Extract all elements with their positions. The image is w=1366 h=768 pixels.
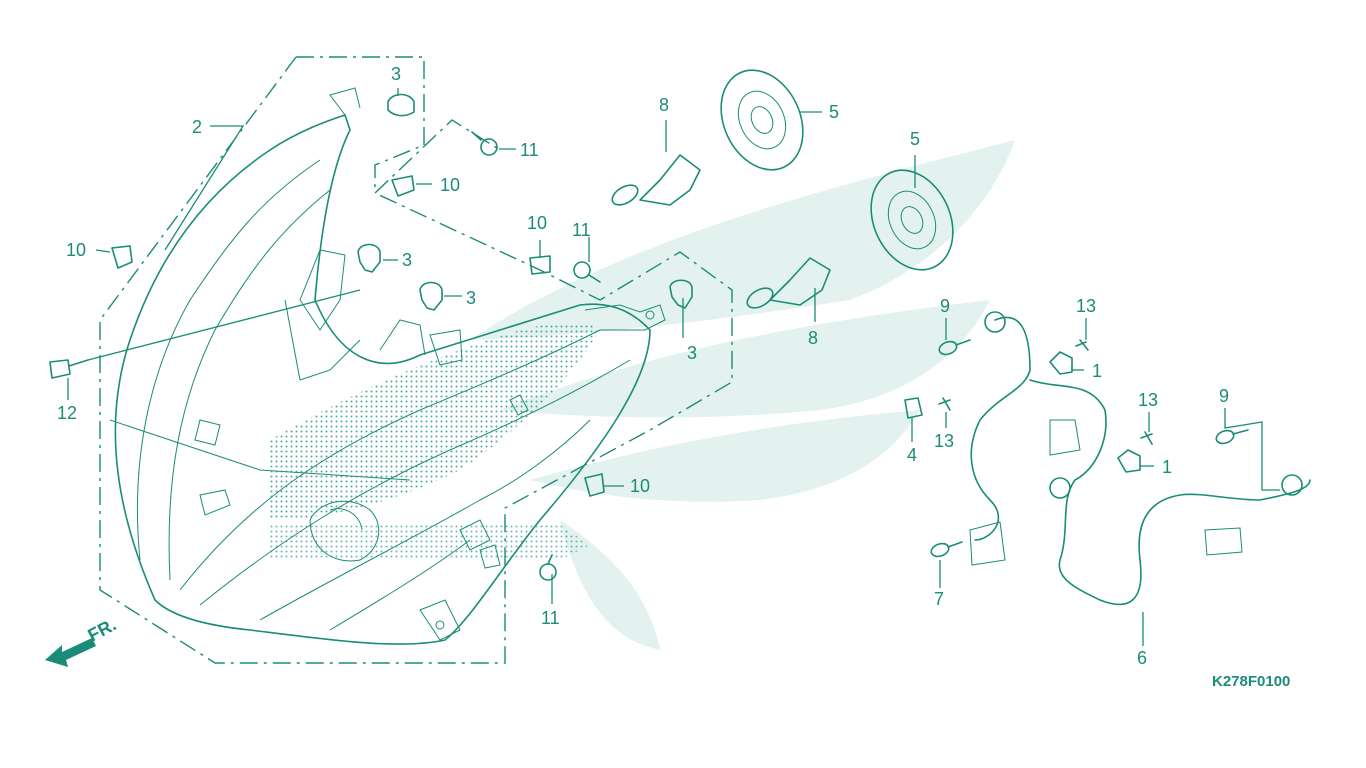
callout-9-right: 9 — [1219, 386, 1229, 406]
nut-10-b — [111, 245, 133, 269]
bolt-12 — [49, 359, 89, 379]
band-1-bottom — [1117, 449, 1141, 473]
nut-10-a — [391, 175, 415, 197]
callout-numbers: 2 3 3 3 3 11 11 11 10 10 10 10 12 8 8 5 … — [57, 64, 1229, 668]
nut-10-d — [584, 473, 605, 497]
clip-3-top — [387, 93, 415, 117]
leader-lines — [67, 88, 1280, 646]
callout-11-mid: 11 — [572, 220, 591, 240]
callout-13-a: 13 — [1076, 296, 1096, 316]
screw-11-top — [471, 131, 498, 156]
callout-8-bottom: 8 — [808, 328, 818, 348]
callout-2: 2 — [192, 117, 202, 137]
bulb-7 — [930, 541, 963, 558]
bulb-8-top — [611, 154, 701, 206]
headlight-housing — [109, 87, 666, 645]
callout-9-left: 9 — [940, 296, 950, 316]
callout-6: 6 — [1137, 648, 1147, 668]
clip-3-mid — [419, 281, 443, 311]
callout-10-c: 10 — [527, 213, 547, 233]
position-bulb-9-left — [938, 339, 971, 356]
callout-7: 7 — [934, 589, 944, 609]
diagram-code: K278F0100 — [1212, 673, 1290, 690]
callout-3-left: 3 — [402, 250, 412, 270]
grommet-4 — [904, 397, 923, 419]
band-1-top — [1049, 351, 1073, 375]
callout-10-d: 10 — [630, 476, 650, 496]
screw-11-bottom — [539, 554, 557, 581]
callout-1-bottom: 1 — [1162, 457, 1172, 477]
screw-11-mid — [573, 261, 601, 283]
callout-13-b: 13 — [934, 431, 954, 451]
nut-10-c — [529, 255, 551, 275]
callout-3-mid: 3 — [466, 288, 476, 308]
callout-10-b: 10 — [66, 240, 86, 260]
position-bulb-9-right — [1215, 429, 1249, 445]
callout-1-top: 1 — [1092, 361, 1102, 381]
dust-cover-5-top — [720, 69, 804, 171]
dust-cover-5-bottom — [870, 169, 954, 271]
screw-13-c — [1140, 431, 1153, 445]
assembly-dash-lines — [99, 56, 733, 664]
callout-5-bottom: 5 — [910, 129, 920, 149]
front-direction-arrow: FR. — [45, 614, 119, 667]
screw-13-a — [1075, 339, 1089, 351]
clip-3-left — [357, 243, 381, 273]
callout-11-bottom: 11 — [541, 608, 560, 628]
callout-3-top: 3 — [391, 64, 401, 84]
callout-8-top: 8 — [659, 95, 669, 115]
callout-5-top: 5 — [829, 102, 839, 122]
callout-3-right: 3 — [687, 343, 697, 363]
callout-11-top: 11 — [520, 140, 539, 160]
clip-3-right — [669, 279, 693, 309]
watermark-wing-logo — [470, 140, 1015, 650]
callout-13-c: 13 — [1138, 390, 1158, 410]
callout-4: 4 — [907, 445, 917, 465]
callout-10-a: 10 — [440, 175, 460, 195]
screw-13-b — [938, 397, 951, 411]
callout-12: 12 — [57, 403, 77, 423]
bulb-8-bottom — [746, 257, 831, 309]
wire-harness — [969, 311, 1311, 606]
